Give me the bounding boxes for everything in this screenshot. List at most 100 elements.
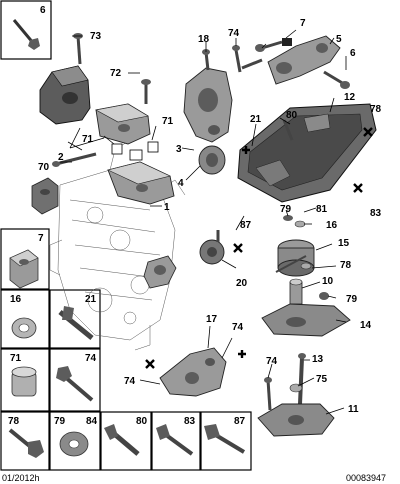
stud-bolt-icon [58,306,94,340]
legend-box-74[interactable]: 74 [49,348,101,412]
engine-mount-1[interactable] [107,149,175,205]
engine-mount-3[interactable] [183,67,233,143]
bolt-74-lower[interactable] [264,377,272,411]
callout-4: 4 [178,178,184,189]
legend-box-16[interactable]: 16 [0,289,50,349]
bolt-icon [56,366,94,402]
leader-lines [60,29,347,415]
damper-block-icon [9,249,39,289]
bolt-icon [204,424,246,454]
mount-body-15[interactable] [277,239,315,277]
callout-87: 87 [240,220,252,231]
bolt-icon [156,424,194,456]
support-tray-12[interactable] [237,103,377,203]
bolt-73[interactable] [73,33,83,65]
callout-70: 70 [38,162,50,173]
legend-box-87[interactable]: 87 [200,411,252,471]
legend-label: 78 [8,416,20,427]
legend-box-6[interactable]: 6 [0,0,52,60]
callout-16: 16 [326,220,338,231]
legend-label: 87 [234,416,246,427]
callout-5: 5 [336,34,342,45]
bush-icon [11,366,37,397]
washer-16[interactable] [300,262,312,270]
bush-4[interactable] [198,145,226,175]
callout-14: 14 [360,320,372,331]
callout-80: 80 [286,110,298,121]
legend-label: 84 [86,416,98,427]
plus-icon [145,127,373,369]
callout-12: 12 [344,92,356,103]
legend-label: 16 [10,294,22,305]
legend-box-7[interactable]: 7 [0,228,50,290]
legend-box-21[interactable]: 21 [49,289,101,349]
damper-7[interactable] [282,38,292,46]
legend-label: 6 [40,5,46,16]
bolt-74-right[interactable] [241,58,263,70]
callout-74: 74 [124,376,136,387]
washer-icon [11,317,37,339]
plate-14[interactable] [261,303,351,337]
legend-label: 21 [85,294,97,305]
callout-72: 72 [110,68,122,79]
callout-71: 71 [82,134,94,145]
callout-78: 78 [340,260,352,271]
legend-box-78[interactable]: 78 [0,411,50,471]
legend-label: 74 [85,353,97,364]
bolt-74-upper[interactable] [232,45,242,73]
callout-1: 1 [164,202,170,213]
callout-labels: 73 72 2 71 71 70 1 3 4 18 74 7 5 6 12 80… [38,18,382,415]
bolt-72[interactable] [141,79,151,104]
callout-75: 75 [316,374,328,385]
bracket-17[interactable] [159,347,227,397]
callout-74: 74 [228,28,240,39]
bracket-11[interactable] [257,403,335,437]
nut-79[interactable] [319,292,329,300]
washer-75[interactable] [289,383,303,393]
legend-label: 7 [38,233,44,244]
footer-date: 01/2012h [2,473,40,483]
callout-71: 71 [162,116,174,127]
callout-18: 18 [198,34,210,45]
washer-16-top[interactable] [294,220,306,228]
screw-icon [104,424,140,456]
bolt-79-top[interactable] [283,215,293,221]
legend-label: 80 [136,416,148,427]
gearbox-mount-2[interactable] [39,65,91,125]
bolt-18[interactable] [202,49,210,71]
torque-link-5[interactable] [267,35,341,85]
footer-code: 00083947 [346,473,386,483]
callout-17: 17 [206,314,218,325]
callout-6: 6 [350,48,356,59]
screw-icon [12,19,40,50]
bolt-80[interactable] [282,119,294,141]
legend-box-79-84[interactable]: 79 84 [49,411,101,471]
callout-74: 74 [266,356,278,367]
spacer-10[interactable] [289,278,303,305]
callout-81: 81 [316,204,328,215]
bush-20[interactable] [199,230,225,265]
bush-71[interactable] [111,141,159,155]
callout-7: 7 [300,18,306,29]
bolt-6-right[interactable] [323,70,350,89]
bracket-part[interactable] [95,103,151,145]
callout-11: 11 [348,404,359,415]
legend-label: 71 [10,353,22,364]
legend-box-80[interactable]: 80 [100,411,152,471]
flange-bolt-icon [8,428,44,458]
callout-78: 78 [370,104,382,115]
callout-20: 20 [236,278,248,289]
stud-13[interactable] [298,353,306,405]
callout-15: 15 [338,238,350,249]
legend-box-71[interactable]: 71 [0,348,50,412]
callout-3: 3 [176,144,182,155]
callout-73: 73 [90,31,102,42]
callout-83: 83 [370,208,382,219]
callout-79: 79 [280,204,292,215]
stud-78-lower[interactable] [275,255,307,273]
bolt-6-upper[interactable] [255,40,283,52]
callout-74: 74 [232,322,244,333]
legend-box-83[interactable]: 83 [151,411,201,471]
callout-21: 21 [250,114,262,125]
